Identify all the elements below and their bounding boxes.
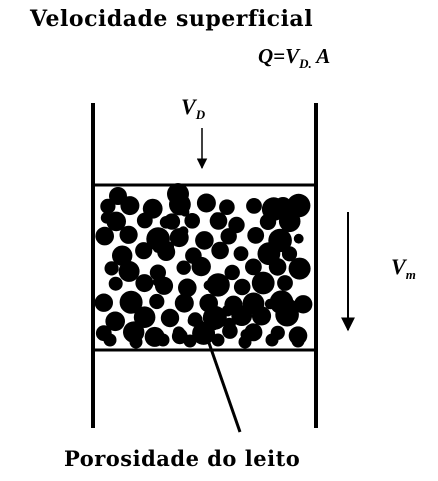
bed-particle [238, 335, 252, 349]
bed-particle [180, 207, 190, 217]
bed-particle [270, 198, 281, 210]
bed-particle [112, 245, 133, 266]
inlet-velocity-label: VD [181, 94, 206, 122]
bed-particle [163, 241, 175, 253]
bed-particle [211, 212, 222, 223]
bed-particle [233, 278, 251, 296]
bed-particle [195, 231, 214, 250]
bed-particle [159, 216, 173, 229]
bed-particle [251, 271, 275, 295]
bed-particle [160, 308, 180, 328]
bed-particle [156, 333, 170, 347]
vm-main: V [391, 254, 406, 279]
eq-q: Q [258, 44, 274, 68]
bed-particle [94, 293, 114, 312]
bed-particle [293, 233, 304, 244]
bed-particle [281, 246, 298, 262]
bed-particle [187, 315, 198, 326]
eq-equals: = [273, 44, 286, 68]
bed-particle [211, 333, 225, 347]
bed-particle [223, 317, 236, 331]
bed-particle [203, 280, 214, 291]
bed-particle [192, 321, 216, 345]
bed-particle [135, 242, 153, 260]
eq-a: A [316, 44, 331, 68]
porosity-pointer-line [199, 319, 242, 433]
bed-particle [176, 260, 191, 275]
bed-particle [259, 213, 277, 230]
bed-particle [149, 293, 165, 310]
bed-particle [278, 210, 301, 233]
bed-particle [135, 274, 154, 293]
bed-particle [221, 304, 234, 317]
bed-particle [129, 335, 143, 349]
bed-particle [206, 273, 230, 297]
bed-particle [268, 258, 287, 276]
bed-particle [118, 260, 140, 282]
bed-particle [149, 264, 166, 281]
bed-particle [246, 198, 262, 214]
bed-particle [178, 278, 197, 298]
bed-particle [231, 305, 253, 326]
bed-particle [105, 311, 125, 332]
eq-v: V [285, 44, 300, 68]
packed-particles [94, 183, 313, 349]
bed-particle [196, 193, 216, 213]
diagram-title: Velocidade superficial [30, 6, 314, 32]
bed-particle [120, 196, 140, 216]
bed-particle [108, 276, 123, 291]
bed-particle [264, 298, 276, 310]
bed-particle [184, 213, 200, 229]
bed-particle [233, 246, 249, 261]
bed-particle [265, 333, 279, 347]
porosity-caption: Porosidade do leito [64, 446, 301, 471]
eq-v-subscript: D. [299, 56, 312, 71]
bed-particle [100, 212, 113, 224]
bed-particle [294, 295, 313, 314]
flow-rate-equation: Q=VD. A [258, 44, 331, 71]
bed-particle [288, 257, 311, 280]
bed-particle [113, 214, 123, 225]
vm-subscript: m [405, 267, 416, 282]
bed-particle [277, 275, 293, 291]
vd-subscript: D [195, 107, 206, 122]
bed-particle [103, 333, 117, 347]
bed-particle [251, 306, 272, 326]
bed-particle [152, 277, 162, 287]
vd-main: V [181, 94, 196, 119]
bed-particle [172, 326, 185, 339]
bed-particle [211, 241, 229, 260]
bed-particle [246, 264, 256, 274]
bed-particle [100, 198, 116, 214]
bed-particle [136, 212, 153, 229]
bed-particle [191, 256, 211, 277]
bed-particle [247, 227, 265, 244]
bed-particle [178, 226, 189, 237]
bed-particle [291, 334, 305, 348]
bed-particle [174, 293, 194, 313]
bed-particle [183, 334, 197, 348]
medium-velocity-label: Vm [391, 254, 416, 282]
bed-particle [104, 261, 119, 276]
bed-particle [220, 228, 237, 245]
bed-particle [219, 199, 235, 215]
bed-particle [133, 306, 156, 329]
bed-particle [224, 264, 240, 281]
bed-particle [283, 299, 297, 312]
bed-particle [122, 295, 134, 307]
bed-particle [95, 226, 114, 246]
bed-particle [152, 243, 163, 253]
bed-particle [209, 321, 219, 331]
bed-particle [119, 225, 138, 244]
